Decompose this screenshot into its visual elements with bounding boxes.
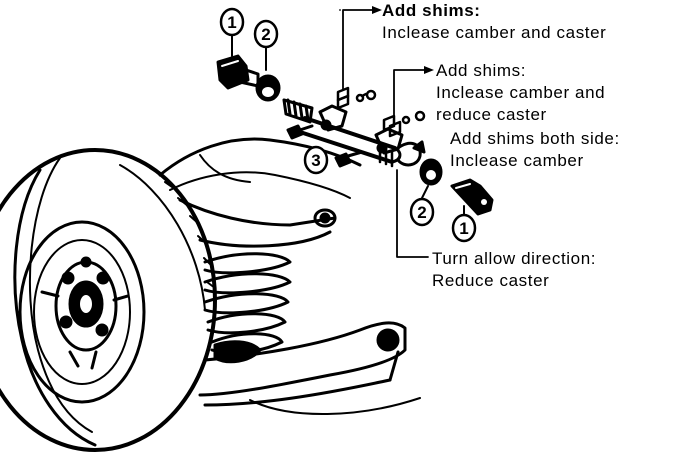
annotation-4-line-1: Turn allow direction: (432, 249, 597, 268)
callout-2-lower: 2 (417, 203, 426, 222)
callout-1-upper: 1 (227, 13, 236, 32)
rotation-arrow (378, 140, 426, 168)
upper-arm (158, 137, 362, 248)
callout-circles (219, 7, 477, 243)
bushing-upper (255, 74, 281, 102)
annotation-2-line-3: reduce caster (436, 105, 547, 124)
hub (40, 256, 130, 370)
annotation-2: Add shims: Inclease camber and reduce ca… (436, 60, 605, 126)
annotation-3-line-1: Add shims both side: (450, 129, 620, 148)
lower-arm (198, 321, 421, 415)
threaded-stub (282, 98, 314, 124)
leader-lines (339, 9, 429, 258)
annotation-3: Add shims both side: Inclease camber (450, 128, 620, 172)
screw-left (286, 124, 314, 140)
bushing-lower (419, 158, 443, 186)
bolt-upper (216, 54, 260, 90)
annotation-3-line-2: Inclease camber (450, 151, 584, 170)
annotation-1-line-1: Add shims: (382, 1, 481, 20)
annotation-4: Turn allow direction: Reduce caster (432, 248, 596, 292)
annotation-1-line-2: Inclease camber and caster (382, 23, 607, 42)
leader-arrow-2 (424, 66, 434, 74)
annotation-2-line-2: Inclease camber and (436, 83, 606, 102)
annotation-2-line-1: Add shims: (436, 61, 527, 80)
screw-right (334, 150, 364, 168)
wheel (0, 148, 217, 452)
callout-3: 3 (311, 151, 320, 170)
annotation-4-line-2: Reduce caster (432, 271, 550, 290)
coil-spring (203, 252, 292, 355)
annotation-1: Add shims: Inclease camber and caster (382, 0, 606, 44)
leader-arrow-1 (372, 6, 382, 14)
callout-2-upper: 2 (261, 25, 270, 44)
rim (18, 220, 146, 404)
bolt-lower (450, 178, 494, 216)
shims-lower (382, 110, 426, 138)
callout-1-lower: 1 (459, 219, 468, 238)
shims-upper (336, 86, 377, 110)
